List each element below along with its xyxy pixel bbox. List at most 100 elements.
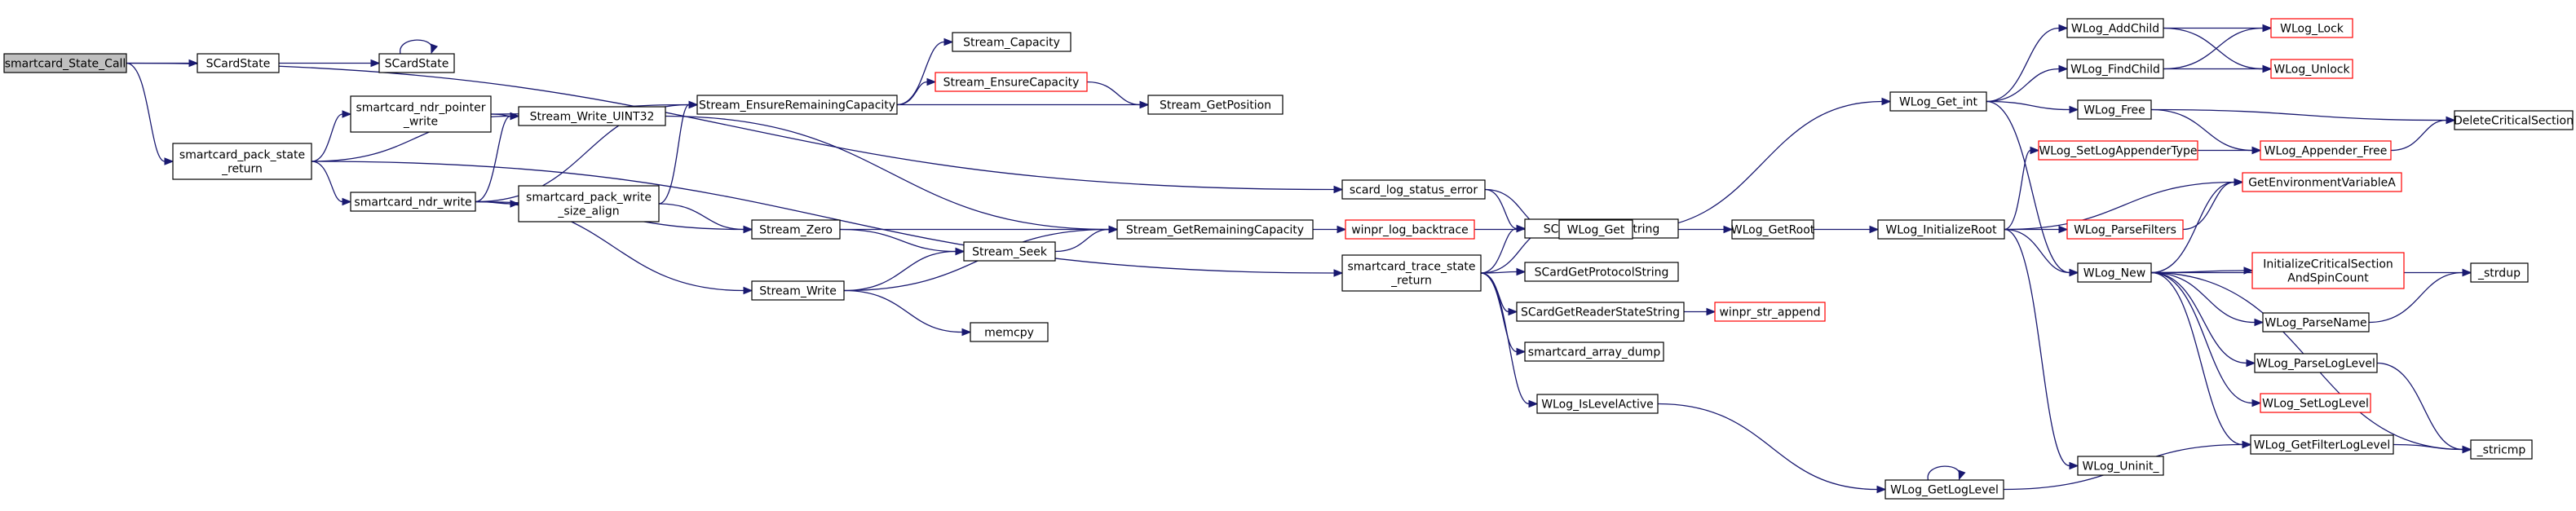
node-label: InitializeCriticalSection	[2263, 258, 2393, 271]
node-label: smartcard_pack_write	[526, 192, 652, 205]
node-wlog-lock[interactable]: WLog_Lock	[2270, 18, 2353, 38]
node-stream-getremainingcapacity[interactable]: Stream_GetRemainingCapacity	[1116, 219, 1314, 240]
node-smartcard-pack-write-size-align[interactable]: smartcard_pack_write_size_align	[518, 185, 660, 222]
node-wlog-new[interactable]: WLog_New	[2077, 262, 2152, 283]
node-label: WLog_Get_int	[1899, 96, 1978, 109]
node-wlog-getroot[interactable]: WLog_GetRoot	[1731, 219, 1815, 240]
edge-n8-n9	[896, 37, 954, 106]
node-stream-capacity[interactable]: Stream_Capacity	[952, 32, 1071, 52]
node-wlog-appender-free[interactable]: WLog_Appender_Free	[2260, 140, 2392, 161]
node-box	[970, 322, 1049, 342]
node-stream-ensureremainingcapacity[interactable]: Stream_EnsureRemainingCapacity	[696, 95, 898, 115]
node-label: WLog_SetLogAppenderType	[2039, 145, 2197, 158]
node-wlog-setloglevel[interactable]: WLog_SetLogLevel	[2260, 393, 2371, 413]
node-wlog-parseloglevel[interactable]: WLog_ParseLogLevel	[2254, 353, 2378, 373]
arrow-head	[1706, 307, 1717, 316]
node-getenvironmentvariablea[interactable]: GetEnvironmentVariableA	[2242, 172, 2402, 192]
node-label: smartcard_ndr_write	[354, 196, 471, 209]
edges-layer	[126, 24, 2472, 494]
node-memcpy[interactable]: memcpy	[970, 322, 1049, 342]
node-wlog-uninit[interactable]: WLog_Uninit_	[2077, 456, 2164, 476]
node-box	[2262, 312, 2370, 333]
edge-n2-n2	[400, 39, 439, 55]
edge-n34-n48	[2150, 271, 2252, 449]
node-box	[378, 53, 455, 73]
node-label: _return	[1390, 275, 1432, 288]
edge-n18-n20	[1484, 188, 1527, 233]
node-box	[2077, 262, 2152, 283]
edge-n0-n3	[126, 62, 175, 165]
edge-line	[2376, 362, 2463, 451]
node-winpr-log-backtrace[interactable]: winpr_log_backtrace	[1345, 219, 1475, 240]
node-box	[1877, 219, 2005, 240]
node-wlog-findchild[interactable]: WLog_FindChild	[2066, 59, 2164, 79]
edge-n8-n11	[897, 100, 1150, 109]
node-box	[696, 95, 898, 115]
node-smartcard-array-dump[interactable]: smartcard_array_dump	[1524, 341, 1664, 362]
edge-n48-n49	[2393, 443, 2472, 454]
node-label: WLog_GetLogLevel	[1890, 484, 1999, 497]
node-box	[1147, 95, 1284, 115]
node-stream-ensurecapacity[interactable]: Stream_EnsureCapacity	[935, 72, 1088, 92]
edge-n33-n37	[2150, 108, 2456, 125]
node-stream-write[interactable]: Stream_Write	[751, 280, 845, 301]
edge-n39-n38	[2198, 146, 2262, 155]
node-wlog-islevelactive[interactable]: WLog_IsLevelActive	[1536, 394, 1659, 414]
edge-line	[2150, 271, 2247, 364]
node-box	[2470, 439, 2533, 460]
node-stream-seek[interactable]: Stream_Seek	[963, 241, 1056, 262]
node-scard-log-status-error[interactable]: scard_log_status_error	[1341, 179, 1486, 200]
edge-line	[1927, 465, 1960, 481]
arrow-head	[1881, 97, 1892, 106]
arrow-head	[2030, 146, 2040, 155]
node-label: Stream_Capacity	[963, 37, 1060, 50]
arrow-head	[1516, 224, 1527, 233]
edge-n26-n27	[1657, 403, 1887, 494]
node-wlog-get[interactable]: WLog_Get	[1558, 219, 1633, 240]
node-stream-write-uint32[interactable]: Stream_Write_UINT32	[518, 106, 666, 126]
node-stricmp[interactable]: _stricmp	[2470, 439, 2533, 460]
node-strdup[interactable]: _strdup	[2470, 262, 2529, 283]
node-smartcard-state-call[interactable]: smartcard_State_Call	[3, 53, 127, 73]
node-wlog-getloglevel[interactable]: WLog_GetLogLevel	[1885, 479, 2004, 500]
node-wlog-free[interactable]: WLog_Free	[2077, 99, 2152, 120]
edge-n16-n17	[1312, 225, 1347, 234]
node-deletecriticalsection[interactable]: DeleteCriticalSection	[2454, 110, 2574, 130]
node-scardgetprotocolstring[interactable]: SCardGetProtocolString	[1524, 262, 1679, 282]
node-wlog-parsefilters[interactable]: WLog_ParseFilters	[2066, 219, 2184, 240]
node-box	[751, 280, 845, 301]
node-label: _strdup	[2477, 267, 2521, 280]
node-smartcard-ndr-write[interactable]: smartcard_ndr_write	[350, 192, 476, 212]
edge-line	[2150, 271, 2256, 324]
edge-line	[311, 161, 1335, 274]
node-wlog-get-int[interactable]: WLog_Get_int	[1889, 91, 1987, 112]
node-scardstate[interactable]: SCardState	[378, 53, 455, 73]
edge-line	[2150, 271, 2243, 446]
node-box	[1341, 254, 1482, 292]
edge-line	[1086, 81, 1141, 106]
node-wlog-addchild[interactable]: WLog_AddChild	[2066, 18, 2164, 38]
node-label: WLog_ParseFilters	[2074, 224, 2176, 237]
node-winpr-str-append[interactable]: winpr_str_append	[1714, 302, 1826, 322]
edge-line	[658, 104, 690, 205]
node-box	[1731, 219, 1814, 240]
node-stream-zero[interactable]: Stream_Zero	[751, 219, 841, 240]
node-box	[935, 72, 1088, 92]
node-wlog-getfilterloglevel[interactable]: WLog_GetFilterLogLevel	[2250, 434, 2394, 455]
edge-line	[1484, 188, 1518, 230]
node-wlog-setlogappendertype[interactable]: WLog_SetLogAppenderType	[2038, 140, 2198, 161]
arrow-head	[2242, 440, 2252, 449]
node-smartcard-pack-state-return[interactable]: smartcard_pack_state_return	[172, 143, 312, 180]
arrow-head	[431, 43, 439, 55]
node-smartcard-trace-state-return[interactable]: smartcard_trace_state_return	[1341, 254, 1482, 292]
arrow-head	[1723, 225, 1734, 234]
node-wlog-initializeroot[interactable]: WLog_InitializeRoot	[1877, 219, 2005, 240]
node-stream-getposition[interactable]: Stream_GetPosition	[1147, 95, 1284, 115]
node-scardstate[interactable]: SCardState	[197, 53, 280, 73]
node-scardgetreaderstatestring[interactable]: SCardGetReaderStateString	[1516, 302, 1685, 322]
node-smartcard-ndr-pointer-write[interactable]: smartcard_ndr_pointer_write	[350, 95, 492, 133]
edge-n8-n10	[896, 77, 937, 106]
node-wlog-unlock[interactable]: WLog_Unlock	[2270, 59, 2353, 79]
node-wlog-parsename[interactable]: WLog_ParseName	[2262, 312, 2370, 333]
